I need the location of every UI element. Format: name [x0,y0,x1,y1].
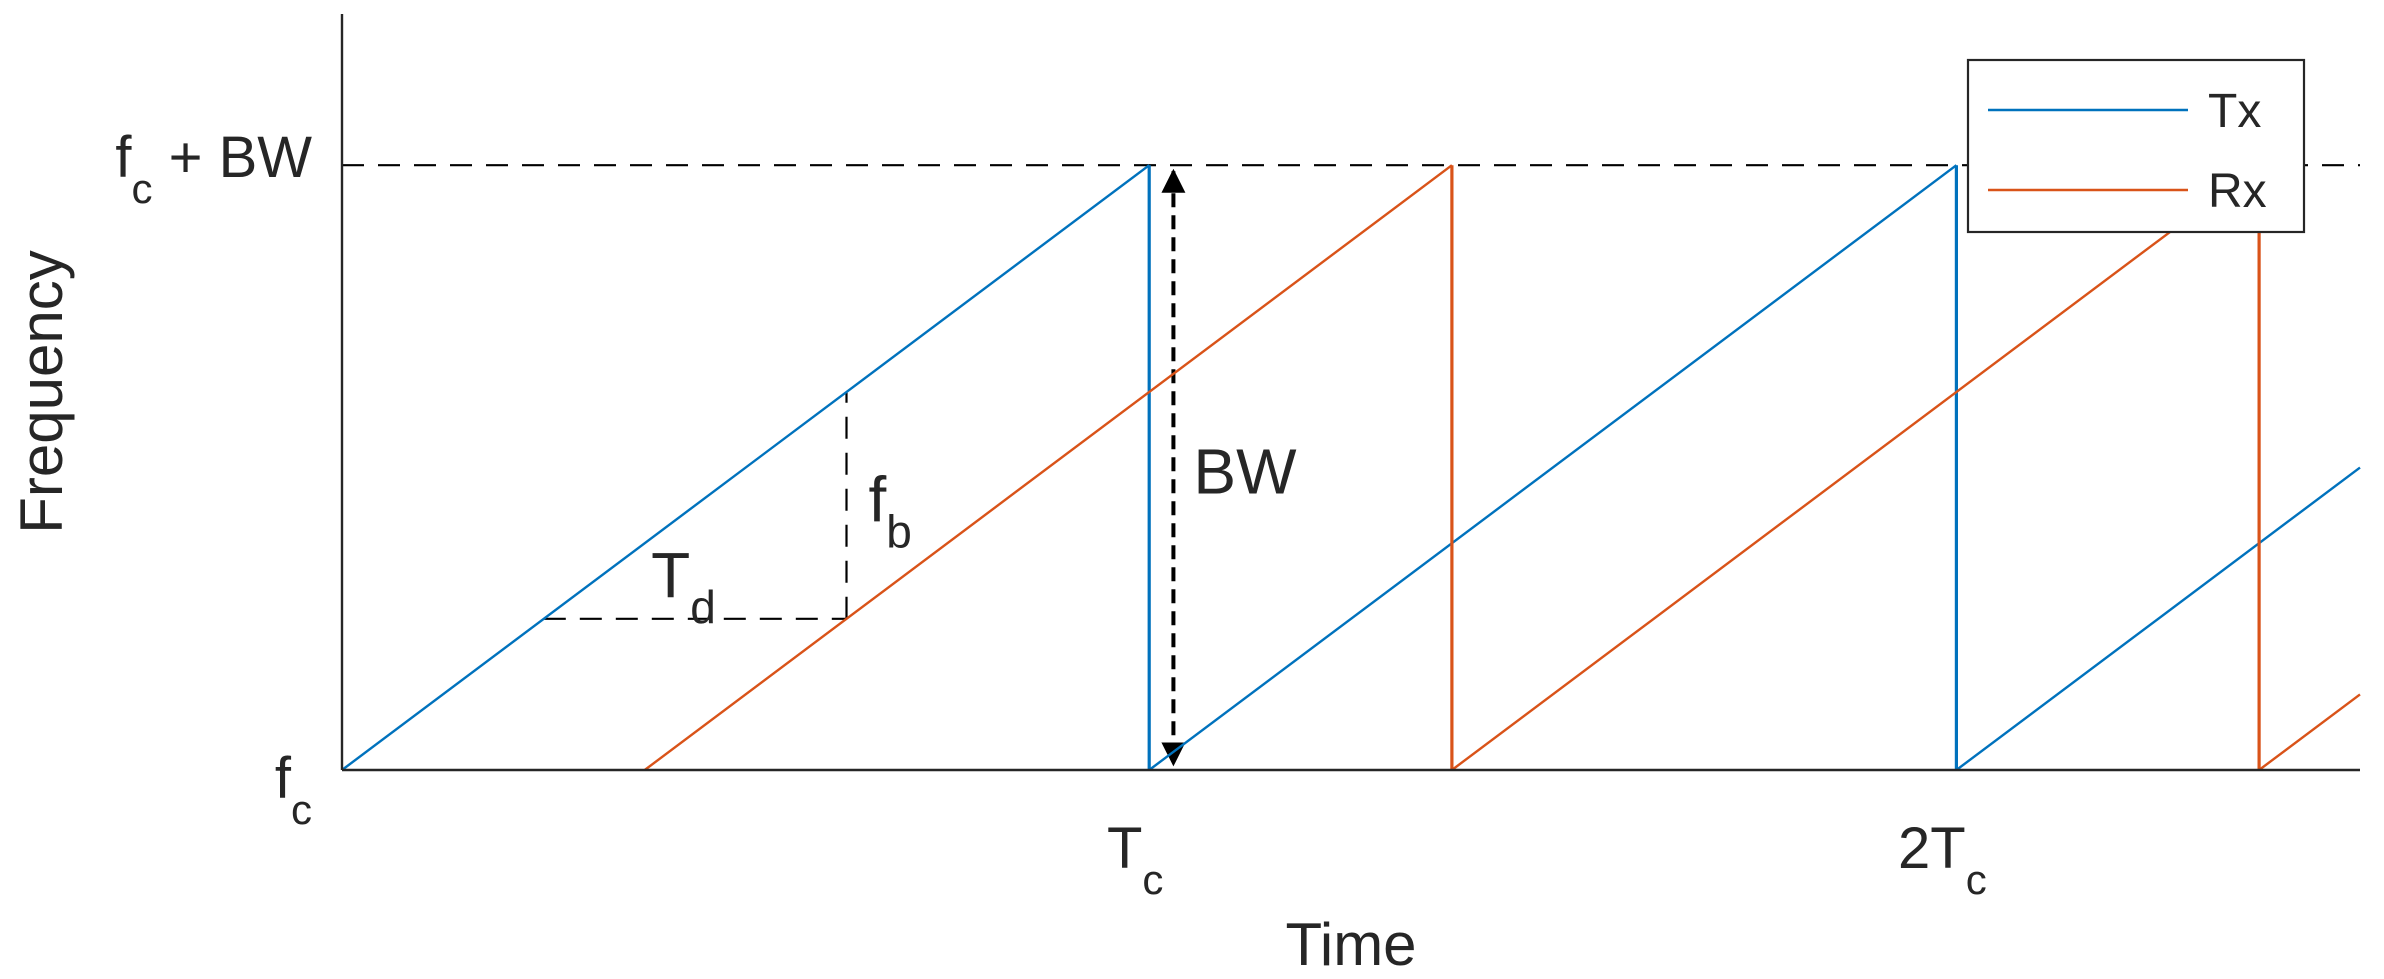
series-tx-segment [1148,164,1958,771]
td-label: Td [651,539,716,633]
series-rx-segment [643,164,1453,771]
x-axis-label: Time [1285,911,1416,978]
x-tick-label: Tc [1107,816,1163,903]
annotation-lines [342,164,2360,767]
series-group [341,164,2361,771]
y-axis-label: Frequency [8,250,75,533]
series-rx [643,164,2361,771]
bw-label: BW [1193,436,1297,508]
legend-label-tx: Tx [2208,85,2261,138]
x-tick-label: 2Tc [1898,816,1987,903]
tick-labels: Tc 2Tc fc fc + BW [115,125,1986,903]
annotation-labels: BW Td fb [651,436,1297,633]
series-rx-segment [1451,164,2260,771]
y-tick-label: fc + BW [115,125,312,212]
series-rx-segment [2258,693,2361,771]
axes [340,14,2360,772]
legend-label-rx: Rx [2208,165,2267,218]
fb-label: fb [869,463,912,557]
series-tx [341,164,2361,771]
series-tx-segment [341,164,1150,771]
y-tick-label: fc [275,746,312,833]
series-tx-segment [1955,466,2361,771]
legend-box [1966,58,2306,234]
